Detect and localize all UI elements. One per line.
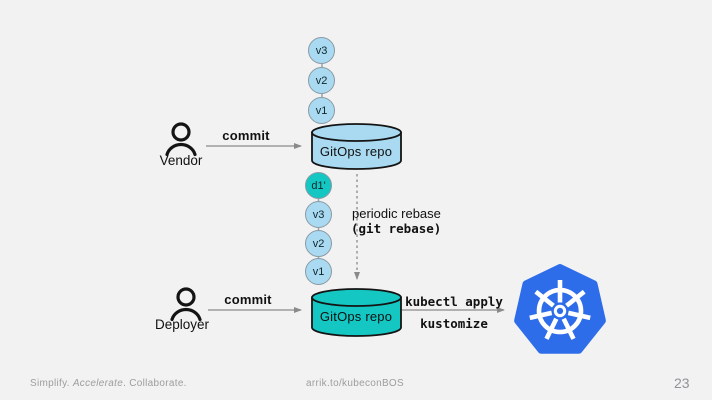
footer-tagline-part1: Simplify. [30, 378, 73, 389]
vendor-commit-v1: v1 [308, 97, 335, 124]
vendor-repo-label: GitOps repo [319, 144, 393, 159]
deployer-commit-label: commit [224, 292, 272, 307]
vendor-person-icon [165, 122, 197, 157]
git-rebase-label: (git rebase) [351, 221, 442, 236]
footer-tagline-part3: . Collaborate. [123, 378, 187, 389]
vendor-commit-v2: v2 [308, 67, 335, 94]
periodic-rebase-label: periodic rebase [352, 206, 441, 221]
deployer-repo-label: GitOps repo [319, 309, 393, 324]
deployer-commit-v2: v2 [305, 230, 332, 257]
footer-tagline: Simplify. Accelerate. Collaborate. [30, 378, 187, 389]
kubernetes-logo-icon [514, 264, 606, 354]
page-number: 23 [674, 375, 690, 391]
deployer-commit-v1: v1 [305, 258, 332, 285]
deployer-repo-cylinder [311, 288, 402, 337]
vendor-commit-v3: v3 [308, 37, 335, 64]
vendor-label: Vendor [159, 153, 203, 168]
footer-tagline-part2: Accelerate [72, 378, 124, 389]
kustomize-label: kustomize [420, 316, 488, 331]
deployer-commit-v3: v3 [305, 201, 332, 228]
vendor-repo-cylinder [311, 123, 402, 170]
deployer-commit-d1: d1' [305, 172, 332, 199]
vendor-commit-label: commit [222, 128, 270, 143]
deployer-label: Deployer [154, 317, 210, 332]
deployer-person-icon [170, 287, 202, 322]
kubectl-apply-label: kubectl apply [405, 294, 503, 309]
footer-link: arrik.to/kubeconBOS [306, 378, 404, 389]
